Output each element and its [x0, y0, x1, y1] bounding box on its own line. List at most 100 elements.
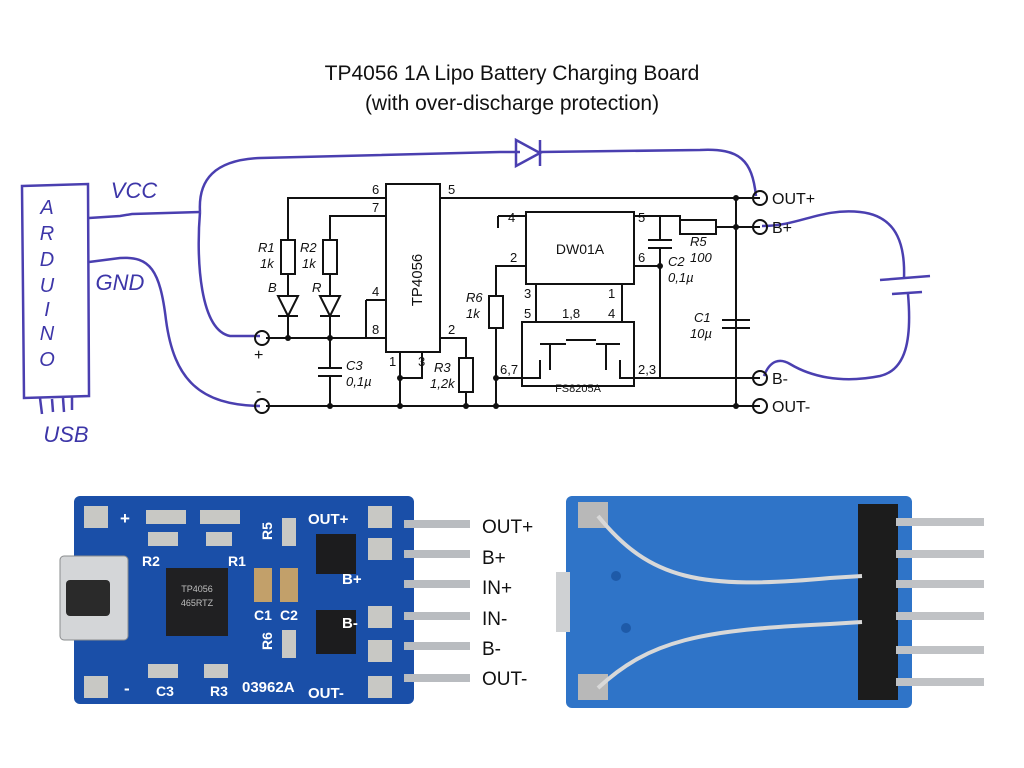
out-minus-label: OUT- [772, 399, 810, 416]
pcb-r1: R1 [228, 553, 246, 569]
pcb-c3: C3 [156, 683, 174, 699]
pcb-b-minus: B- [342, 615, 358, 632]
arduino-letter-r: R [40, 223, 54, 245]
tp-pin-4: 4 [372, 284, 379, 299]
tp-pin-8: 8 [372, 322, 379, 337]
pcb-bottom-photo [556, 496, 984, 708]
arduino-letter-o: O [39, 349, 55, 371]
fs8205a-chip [521, 321, 635, 387]
tp-pin-2: 2 [448, 322, 455, 337]
fs-pin-4: 4 [608, 306, 615, 321]
r2-value: 1k [302, 256, 317, 271]
r1-value: 1k [260, 256, 275, 271]
led-blue-label: B [268, 280, 277, 295]
fs-pin-18: 1,8 [562, 306, 580, 321]
terminal-out-minus [752, 398, 768, 414]
pin-label-out-plus: OUT+ [482, 517, 534, 538]
tp4056-label: TP4056 [409, 254, 426, 307]
pcb-out-minus: OUT- [308, 685, 344, 702]
led-red-label: R [312, 280, 321, 295]
r1-resistor [280, 239, 296, 275]
r3-value: 1,2k [430, 376, 456, 391]
arduino-letter-n: N [40, 323, 55, 345]
pin-label-in-plus: IN+ [482, 578, 513, 599]
pcb-r2: R2 [142, 553, 160, 569]
r2-label: R2 [300, 240, 317, 255]
pcb-r6: R6 [259, 632, 275, 650]
arduino-letter-a: A [39, 197, 53, 219]
arduino-letter-i: I [44, 299, 50, 321]
c1-value: 10µ [690, 326, 712, 341]
tp-pin-1: 1 [389, 354, 396, 369]
pcb-chip-label: TP4056 [181, 584, 213, 594]
led-red-icon [318, 295, 342, 319]
plus-label: + [254, 347, 263, 364]
dw-pin-5: 5 [638, 210, 645, 225]
fs8205a-label: FS8205A [555, 383, 602, 395]
pin-label-out-minus: OUT- [482, 669, 528, 690]
terminal-out-plus [752, 190, 768, 206]
junction-dots [285, 195, 739, 409]
gnd-label: GND [96, 270, 145, 295]
tp-pin-3: 3 [418, 354, 425, 369]
schematic-wires [254, 183, 768, 414]
fs-pin-23: 2,3 [638, 362, 656, 377]
c1-label: C1 [694, 310, 711, 325]
pcb-c1: C1 [254, 607, 272, 623]
pin-label-in-minus: IN- [482, 609, 508, 630]
r6-resistor [488, 295, 504, 329]
diagram-title: TP4056 1A Lipo Battery Charging Board [324, 62, 700, 85]
c3-value: 0,1µ [346, 374, 372, 389]
dw-pin-3: 3 [524, 286, 531, 301]
r5-label: R5 [690, 234, 707, 249]
pcb-model: 03962A [242, 679, 295, 696]
r6-label: R6 [466, 290, 483, 305]
vcc-label: VCC [111, 178, 158, 203]
arduino-letter-u: U [40, 275, 55, 297]
hand-wires [88, 137, 931, 408]
r2-resistor [322, 239, 338, 275]
pin-label-b-plus: B+ [482, 548, 506, 569]
pcb-plus: + [120, 509, 130, 528]
tp-pin-5: 5 [448, 182, 455, 197]
pcb-r3: R3 [210, 683, 228, 699]
dw-pin-6: 6 [638, 250, 645, 265]
dw-pin-2: 2 [510, 250, 517, 265]
tp-pin-6: 6 [372, 182, 379, 197]
terminal-plus [254, 330, 270, 346]
r3-resistor [458, 357, 474, 393]
dw-pin-4: 4 [508, 210, 515, 225]
r5-resistor [679, 219, 717, 235]
usb-label: USB [43, 422, 88, 447]
r6-value: 1k [466, 306, 481, 321]
c2-label: C2 [668, 254, 685, 269]
b-minus-label: B- [772, 371, 788, 388]
dw01a-chip [525, 211, 635, 285]
tp-pin-7: 7 [372, 200, 379, 215]
pcb-c2: C2 [280, 607, 298, 623]
pcb-minus: - [124, 679, 130, 698]
diagram-subtitle: (with over-discharge protection) [364, 92, 660, 115]
r5-value: 100 [690, 250, 712, 265]
out-plus-label: OUT+ [772, 191, 815, 208]
pcb-chip-code: 465RTZ [181, 598, 214, 608]
dw-pin-1: 1 [608, 286, 615, 301]
c2-value: 0,1µ [668, 270, 694, 285]
fs-pin-5: 5 [524, 306, 531, 321]
pin-label-b-minus: B- [482, 639, 501, 660]
minus-label: - [256, 383, 261, 400]
fs-pin-67: 6,7 [500, 362, 518, 377]
terminal-minus [254, 398, 270, 414]
c3-label: C3 [346, 358, 363, 373]
pcb-top-photo: + - R2 R1 R5 R6 C1 C2 C3 R3 03962A OUT+ … [59, 496, 470, 704]
tp4056-chip [385, 183, 441, 353]
led-blue-icon [276, 295, 300, 319]
arduino-box [20, 182, 91, 415]
b-plus-label: B+ [772, 220, 792, 237]
pcb-out-plus: OUT+ [308, 511, 349, 528]
pcb-b-plus: B+ [342, 571, 362, 588]
r3-label: R3 [434, 360, 451, 375]
dw01a-label: DW01A [556, 241, 605, 257]
pcb-r5: R5 [259, 522, 275, 540]
